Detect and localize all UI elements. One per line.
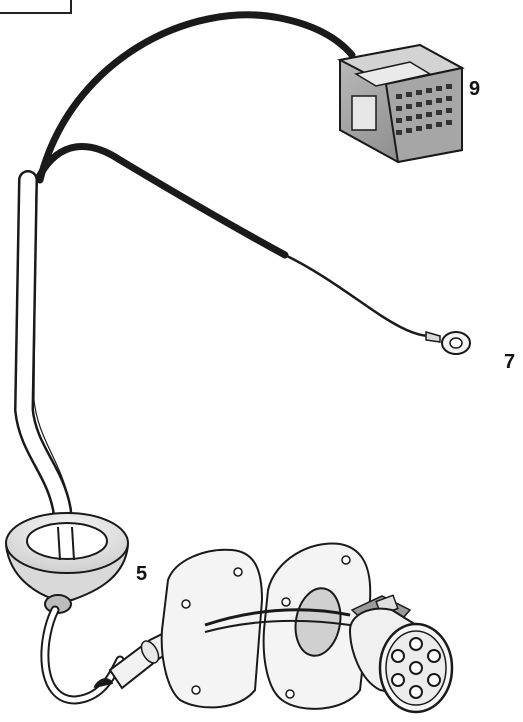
connector-callout: 9 [469, 78, 481, 100]
mounting-gasket [160, 548, 264, 709]
ring-terminal-icon [425, 331, 471, 355]
trunk-sheath [13, 170, 76, 570]
ring-terminal-callout: 7 [504, 351, 516, 373]
mounting-plate [262, 542, 372, 710]
seven-pin-socket-icon [348, 594, 454, 714]
multi-pin-connector-icon [336, 43, 465, 164]
corner-frame [0, 0, 72, 14]
rubber-grommet-icon [5, 512, 129, 614]
socket-wires [204, 608, 351, 633]
ground-cable [36, 143, 429, 338]
main-cable [36, 11, 356, 184]
grommet-callout: 5 [136, 563, 148, 585]
lower-cable [40, 605, 125, 705]
